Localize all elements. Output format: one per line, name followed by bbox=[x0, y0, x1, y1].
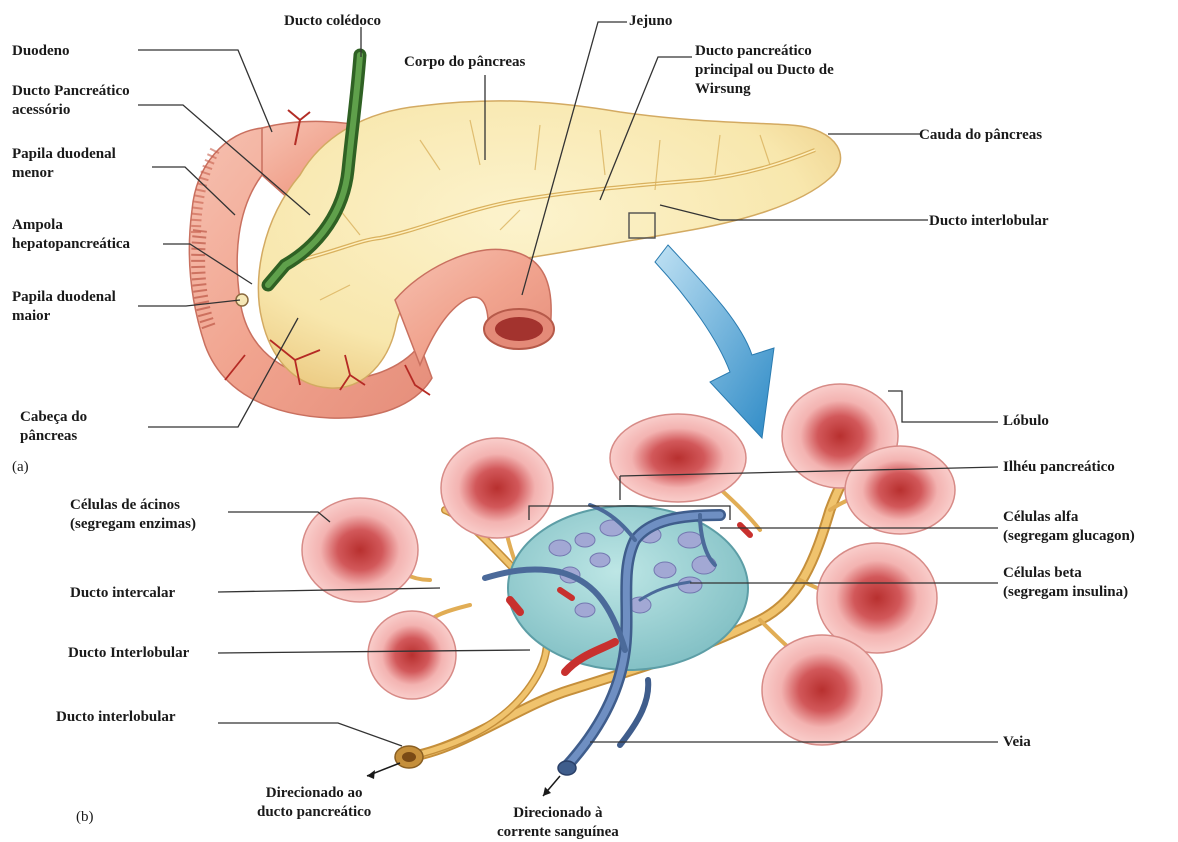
part-a-marker: (a) bbox=[12, 458, 29, 477]
label-jejuno: Jejuno bbox=[629, 12, 672, 31]
label-direcionado-ducto: Direcionado ao ducto pancreático bbox=[257, 784, 371, 822]
label-ducto-intercalar: Ducto intercalar bbox=[70, 584, 175, 603]
label-veia: Veia bbox=[1003, 733, 1031, 752]
label-papila-duodenal-maior: Papila duodenal maior bbox=[12, 288, 116, 326]
label-ducto-interlobular-lower: Ducto interlobular bbox=[56, 708, 176, 727]
label-ampola-hepatopancreatica: Ampola hepatopancreática bbox=[12, 216, 130, 254]
label-cabeca-do-pancreas: Cabeça do pâncreas bbox=[20, 408, 87, 446]
label-direcionado-corrente: Direcionado à corrente sanguínea bbox=[497, 804, 619, 842]
label-ducto-coledoco: Ducto colédoco bbox=[284, 12, 381, 31]
zoom-arrow bbox=[655, 245, 774, 438]
label-cauda-do-pancreas: Cauda do pâncreas bbox=[919, 126, 1042, 145]
label-duodeno: Duodeno bbox=[12, 42, 70, 61]
label-ducto-pancreatico-principal: Ducto pancreático principal ou Ducto de … bbox=[695, 42, 834, 99]
label-celulas-beta: Células beta (segregam insulina) bbox=[1003, 564, 1128, 602]
label-papila-duodenal-menor: Papila duodenal menor bbox=[12, 145, 116, 183]
label-celulas-alfa: Células alfa (segregam glucagon) bbox=[1003, 508, 1135, 546]
label-ducto-pancreatico-acessorio: Ducto Pancreático acessório bbox=[12, 82, 130, 120]
label-corpo-do-pancreas: Corpo do pâncreas bbox=[404, 53, 525, 72]
label-celulas-de-acinos: Células de ácinos (segregam enzimas) bbox=[70, 496, 196, 534]
label-ducto-interlobular-upper: Ducto Interlobular bbox=[68, 644, 189, 663]
part-b-marker: (b) bbox=[76, 808, 94, 827]
label-lobulo: Lóbulo bbox=[1003, 412, 1049, 431]
duct-openings bbox=[367, 746, 576, 796]
label-ducto-interlobular-a: Ducto interlobular bbox=[929, 212, 1049, 231]
label-ilheu-pancreatico: Ilhéu pancreático bbox=[1003, 458, 1115, 477]
